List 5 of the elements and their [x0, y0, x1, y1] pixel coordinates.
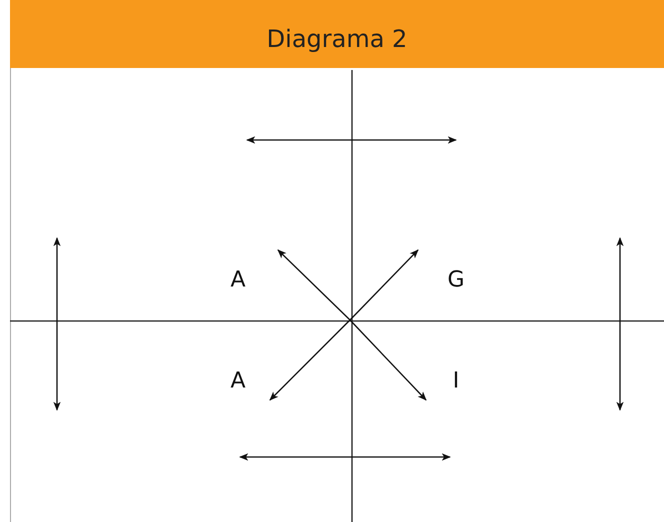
- quadrant-label: G: [447, 268, 465, 292]
- quadrant-label: I: [452, 368, 460, 394]
- quadrant-label: A: [230, 368, 246, 394]
- title: Diagrama 2: [266, 24, 408, 53]
- quadrant-label: A: [230, 268, 246, 292]
